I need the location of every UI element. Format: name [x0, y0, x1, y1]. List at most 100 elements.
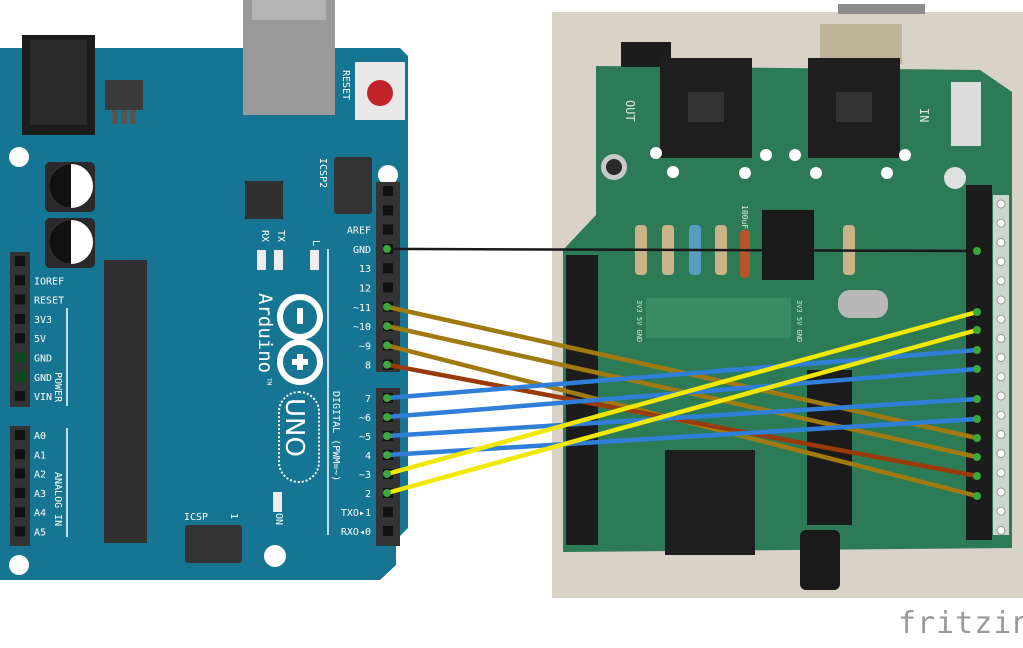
shield-hole [996, 257, 1006, 267]
header-pin[interactable] [15, 275, 25, 286]
usb-chip [245, 181, 283, 219]
header-pin[interactable] [383, 507, 393, 517]
wire-endpoint[interactable] [383, 451, 391, 459]
wire-endpoint[interactable] [973, 434, 981, 442]
header-pin[interactable] [383, 282, 393, 293]
wire-endpoint[interactable] [383, 360, 391, 369]
pin-label: 12 [359, 284, 371, 295]
wire-endpoint[interactable] [383, 341, 391, 350]
header-pin[interactable] [15, 313, 25, 324]
pin-label: GND [34, 373, 52, 384]
header-pin[interactable] [383, 224, 393, 235]
pin-label: 8 [365, 361, 371, 372]
wire-endpoint[interactable] [383, 432, 391, 440]
wire-endpoint[interactable] [973, 247, 981, 255]
header-pin[interactable] [15, 487, 25, 498]
arduino-logo [277, 294, 323, 385]
header-pin[interactable] [15, 526, 25, 537]
header-pin[interactable] [383, 205, 393, 216]
cap-label: 100uF [740, 205, 749, 229]
pin-label: 4 [365, 451, 371, 462]
shield-hole [996, 333, 1006, 343]
capacitor [45, 218, 95, 268]
pin-label: GND [34, 354, 52, 365]
header-pin[interactable] [383, 526, 393, 536]
pin-label: 5V [34, 334, 46, 345]
wire-endpoint[interactable] [973, 453, 981, 461]
header-pin[interactable] [15, 391, 25, 402]
wire-endpoint[interactable] [973, 346, 981, 354]
shield-hole [996, 506, 1006, 516]
out-label: OUT [623, 100, 637, 122]
header-pin[interactable] [15, 352, 25, 363]
pin-label: RESET [34, 296, 64, 307]
pin-label: A2 [34, 470, 46, 481]
header-pin[interactable] [15, 430, 25, 440]
crystal [838, 290, 888, 318]
on-label: ON [273, 513, 284, 525]
wire-endpoint[interactable] [383, 413, 391, 421]
wire-5[interactable] [384, 396, 980, 439]
header-pin[interactable] [15, 294, 25, 305]
wire-endpoint[interactable] [383, 322, 391, 331]
shield-hole [996, 353, 1006, 363]
shield-hole [996, 391, 1006, 401]
shield-hole [996, 429, 1006, 439]
header-pin[interactable] [15, 333, 25, 344]
wire-endpoint[interactable] [383, 244, 391, 253]
pin-label: VIN [34, 392, 52, 403]
rail-label-1: 3V3 5V GND [635, 300, 643, 342]
analog-label: ANALOG IN [52, 472, 63, 526]
header-pin[interactable] [15, 507, 25, 518]
l-label: L [310, 240, 321, 246]
header-pin[interactable] [15, 468, 25, 479]
wire-endpoint[interactable] [973, 308, 981, 316]
capacitor [45, 162, 95, 212]
wire-endpoint[interactable] [383, 302, 391, 311]
wire-endpoint[interactable] [973, 365, 981, 373]
uno-badge [278, 391, 320, 483]
header-pin[interactable] [15, 371, 25, 382]
header-pin[interactable] [383, 186, 393, 196]
opamp-chip [762, 210, 814, 280]
pin-label: 3V3 [34, 315, 52, 326]
power-label: POWER [52, 372, 63, 403]
ceramic-capacitor [740, 230, 750, 278]
pin-label: ~11 [353, 303, 371, 314]
uno-model-label: UNO [279, 398, 309, 457]
icsp-header [185, 525, 242, 563]
pin-label: A5 [34, 528, 46, 539]
wire-endpoint[interactable] [973, 395, 981, 403]
shield-hole [996, 525, 1006, 535]
wire-endpoint[interactable] [383, 394, 391, 402]
wire-endpoint[interactable] [383, 470, 391, 478]
shield-hole [996, 410, 1006, 420]
wire-endpoint[interactable] [973, 326, 981, 334]
wire-2[interactable] [384, 327, 980, 496]
wire-8[interactable] [384, 362, 980, 479]
pin-label: 13 [359, 264, 371, 275]
pin-label: GND [353, 245, 371, 256]
wire-endpoint[interactable] [973, 415, 981, 423]
switch [951, 82, 981, 146]
in-label: IN [917, 108, 931, 122]
wire-GND[interactable] [385, 247, 979, 253]
header-pin[interactable] [15, 449, 25, 460]
tx-label: TX [275, 230, 286, 242]
icsp-label: ICSP [184, 512, 208, 523]
pin-label: TXO▸1 [341, 508, 371, 519]
fritzing-logo: fritzing [898, 606, 1023, 641]
icsp2-label: ICSP2 [317, 158, 328, 188]
wire-endpoint[interactable] [973, 492, 981, 500]
on-led [273, 492, 282, 512]
header-pin[interactable] [15, 256, 25, 266]
pin-label: RXO◂0 [341, 527, 371, 538]
header-pin[interactable] [383, 263, 393, 274]
pin-label: A4 [34, 508, 46, 519]
wire-endpoint[interactable] [383, 489, 391, 497]
wire-3[interactable] [384, 309, 980, 477]
shield-hole [996, 218, 1006, 228]
shield-hole [996, 372, 1006, 382]
wire-endpoint[interactable] [973, 472, 981, 480]
